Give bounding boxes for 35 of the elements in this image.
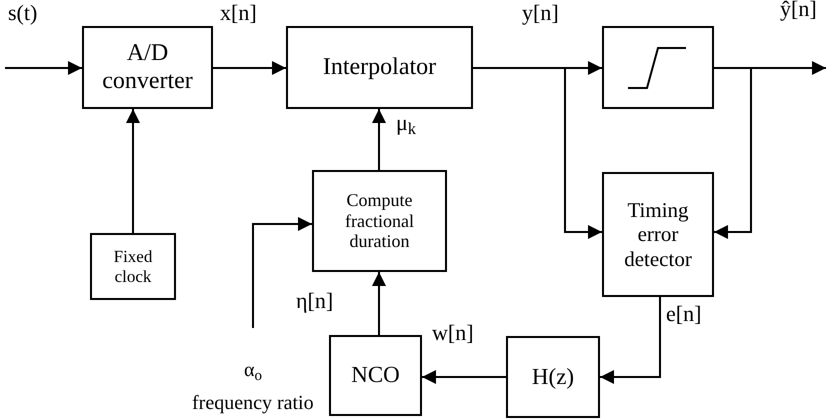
- edge-label: μ$_{k}$: [396, 112, 416, 134]
- edge-label: ŷ[n]: [780, 0, 817, 20]
- edge-label: s(t): [8, 2, 38, 24]
- process-box: [90, 233, 176, 300]
- process-box: [329, 335, 422, 416]
- arrow: [372, 272, 386, 335]
- arrow: [372, 109, 386, 170]
- node-label: Compute fractional duration: [344, 190, 415, 252]
- edge-label: η[n]: [296, 290, 334, 312]
- caption-text: frequency ratio: [192, 391, 314, 416]
- arrow: [473, 67, 602, 239]
- process-box: [312, 170, 447, 272]
- arrow: [422, 370, 506, 384]
- symbol-label: α$_{o}$: [244, 358, 262, 386]
- process-box: [286, 26, 473, 109]
- arrow: [600, 297, 661, 384]
- arrow: [5, 61, 82, 75]
- edge-label: e[n]: [666, 303, 702, 325]
- node-label: NCO: [351, 362, 400, 389]
- node-label: A/D converter: [101, 40, 194, 96]
- arrow: [126, 109, 140, 233]
- node-label: Timing error detector: [623, 198, 693, 271]
- node-label: Fixed clock: [112, 246, 154, 286]
- node-label: H(z): [532, 364, 574, 390]
- process-box: [82, 26, 213, 109]
- edge-label: y[n]: [522, 2, 559, 24]
- process-box: [506, 336, 600, 418]
- arrow: [213, 61, 286, 75]
- process-box: [602, 172, 714, 297]
- node-label: Interpolator: [322, 54, 436, 82]
- edge-label: w[n]: [432, 322, 474, 344]
- arrow: [252, 217, 312, 328]
- arrow: [714, 67, 752, 239]
- limiter-box: [602, 26, 714, 109]
- edge-label: x[n]: [220, 2, 257, 24]
